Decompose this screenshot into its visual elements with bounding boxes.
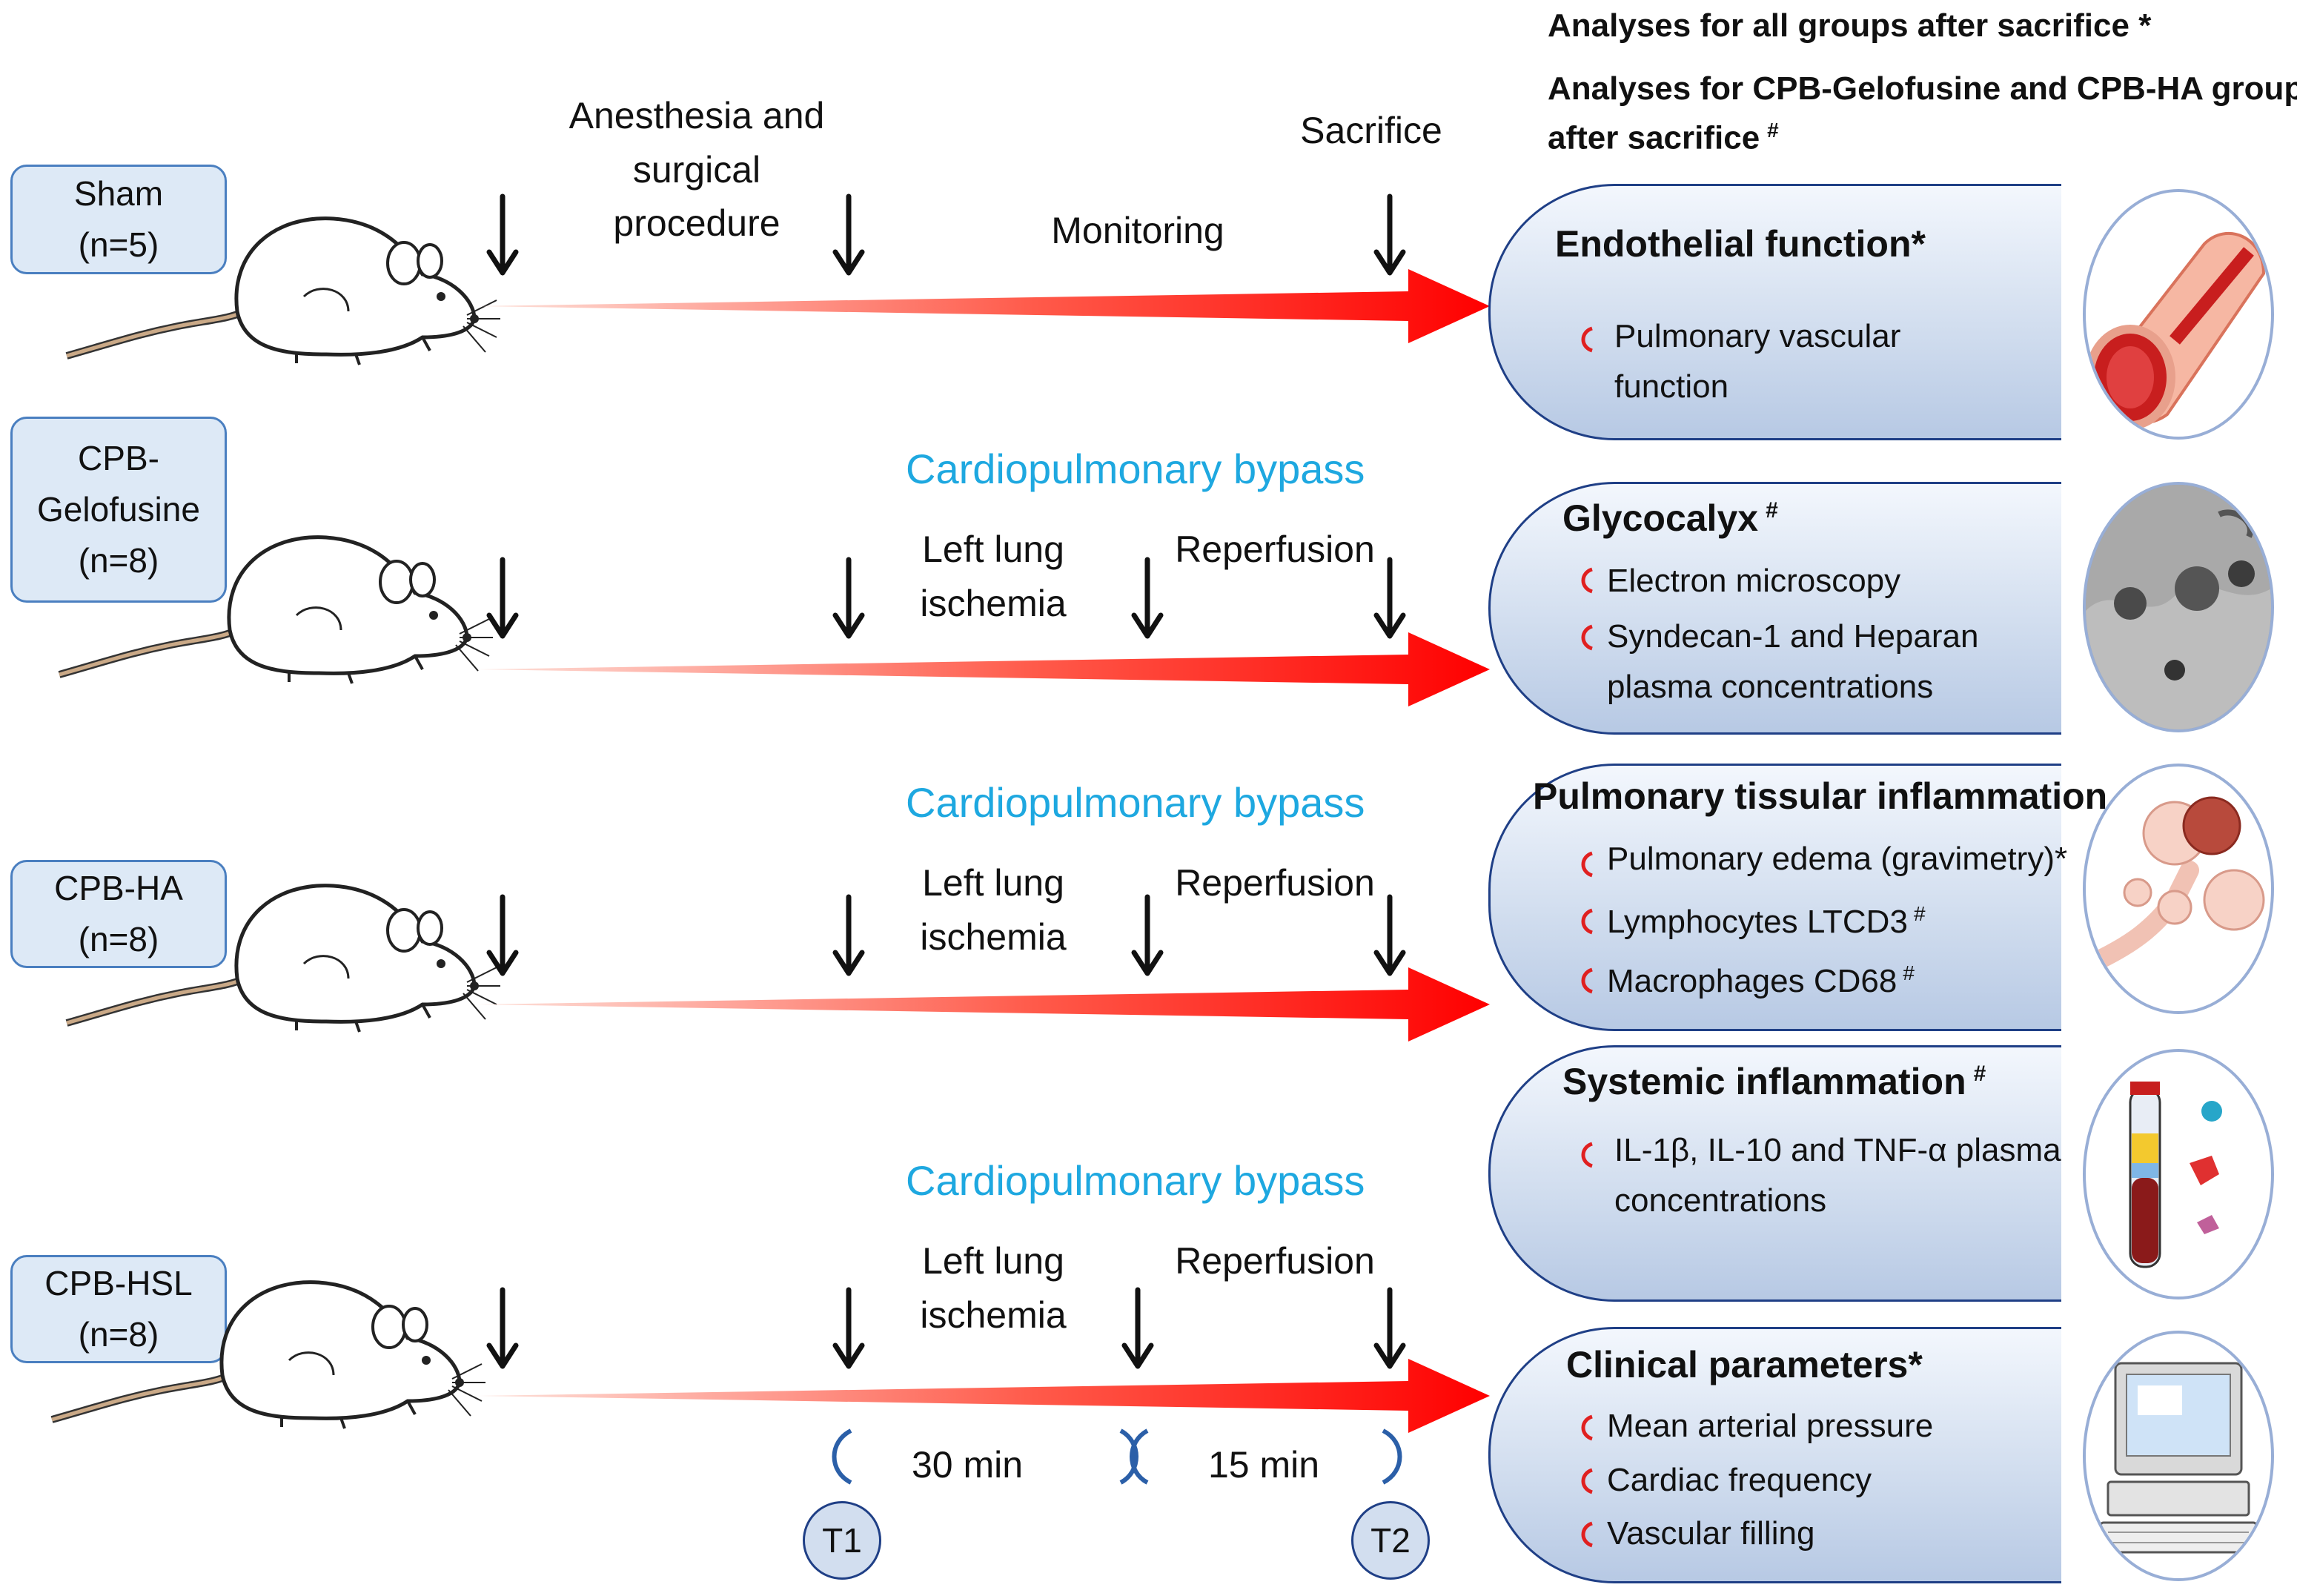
reperfusion-label-hsl: Reperfusion xyxy=(1175,1240,1375,1282)
sacrifice-label: Sacrifice xyxy=(1300,110,1442,151)
bracket-mid-right xyxy=(1130,1428,1149,1485)
electron-micrograph-icon xyxy=(2083,482,2274,732)
bullet-icon xyxy=(1581,1142,1594,1168)
panel-item: Lymphocytes LTCD3# xyxy=(1607,902,1926,940)
panel-glycocalyx xyxy=(1488,482,2061,735)
panel-item: Vascular filling xyxy=(1607,1515,1815,1552)
bullet-icon xyxy=(1581,1521,1594,1548)
timeline-arrow-sham xyxy=(478,269,1490,343)
panel-title-endothelial: Endothelial function* xyxy=(1555,223,1926,265)
panel-endothelial-function xyxy=(1488,184,2061,440)
panel-item: Mean arterial pressure xyxy=(1607,1408,1934,1444)
computer-monitor-icon xyxy=(2083,1331,2274,1581)
bullet-icon xyxy=(1581,1468,1594,1494)
lung-alveoli-icon xyxy=(2083,764,2274,1014)
reperfusion-label-ha: Reperfusion xyxy=(1175,862,1375,904)
header-cpb-groups-cont: after sacrifice# xyxy=(1548,119,1779,156)
bracket-t2-right xyxy=(1382,1428,1402,1485)
timeline-arrow-gelofusine xyxy=(478,632,1490,706)
cpb-label-gelofusine: Cardiopulmonary bypass xyxy=(906,446,1365,492)
group-box-ha: CPB-HA(n=8) xyxy=(10,860,227,968)
bullet-icon xyxy=(1581,967,1594,994)
duration-30min: 30 min xyxy=(911,1444,1024,1486)
blood-vessel-icon xyxy=(2083,189,2274,440)
bullet-icon xyxy=(1581,851,1594,878)
header-all-groups: Analyses for all groups after sacrifice … xyxy=(1548,7,2152,44)
bracket-t1-left xyxy=(832,1428,852,1485)
bullet-icon xyxy=(1581,326,1594,353)
blood-tube-icon xyxy=(2083,1049,2274,1299)
cpb-label-hsl: Cardiopulmonary bypass xyxy=(906,1157,1365,1204)
bullet-icon xyxy=(1581,1414,1594,1441)
duration-15min: 15 min xyxy=(1207,1444,1320,1486)
bracket-mid-left xyxy=(1119,1428,1138,1485)
panel-systemic-inflammation xyxy=(1488,1045,2061,1302)
panel-item: Pulmonary edema (gravimetry)* xyxy=(1607,841,2068,877)
panel-item: Cardiac frequency xyxy=(1607,1462,1872,1498)
panel-title-systemic-inflammation: Systemic inflammation# xyxy=(1562,1061,1986,1102)
rat-icon-ha xyxy=(67,886,500,1032)
panel-title-glycocalyx: Glycocalyx# xyxy=(1562,497,1778,539)
panel-title-clinical-parameters: Clinical parameters* xyxy=(1566,1344,1923,1385)
group-box-hsl: CPB-HSL(n=8) xyxy=(10,1255,227,1363)
timepoint-t2: T2 xyxy=(1351,1501,1430,1580)
rat-icon-hsl xyxy=(52,1282,485,1428)
anesthesia-label: Anesthesia and surgical procedure xyxy=(569,95,825,244)
reperfusion-label-gelofusine: Reperfusion xyxy=(1175,529,1375,570)
rat-icon-sham xyxy=(67,219,500,365)
bullet-icon xyxy=(1581,624,1594,651)
monitoring-label: Monitoring xyxy=(1051,210,1224,251)
header-cpb-groups: Analyses for CPB-Gelofusine and CPB-HA g… xyxy=(1548,70,2297,107)
panel-item: Macrophages CD68# xyxy=(1607,961,1915,999)
rat-icon-gelofusine xyxy=(59,537,493,683)
panel-title-pulmonary-inflammation: Pulmonary tissular inflammation xyxy=(1533,775,2108,817)
group-box-sham: Sham(n=5) xyxy=(10,165,227,274)
timeline-arrow-hsl xyxy=(478,1359,1490,1433)
bullet-icon xyxy=(1581,567,1594,594)
timeline-arrow-ha xyxy=(478,967,1490,1042)
group-box-gelofusine: CPB-Gelofusine(n=8) xyxy=(10,417,227,603)
timepoint-t1: T1 xyxy=(803,1501,881,1580)
panel-item: Electron microscopy xyxy=(1607,563,1901,599)
cpb-label-ha: Cardiopulmonary bypass xyxy=(906,779,1365,826)
bullet-icon xyxy=(1581,908,1594,935)
